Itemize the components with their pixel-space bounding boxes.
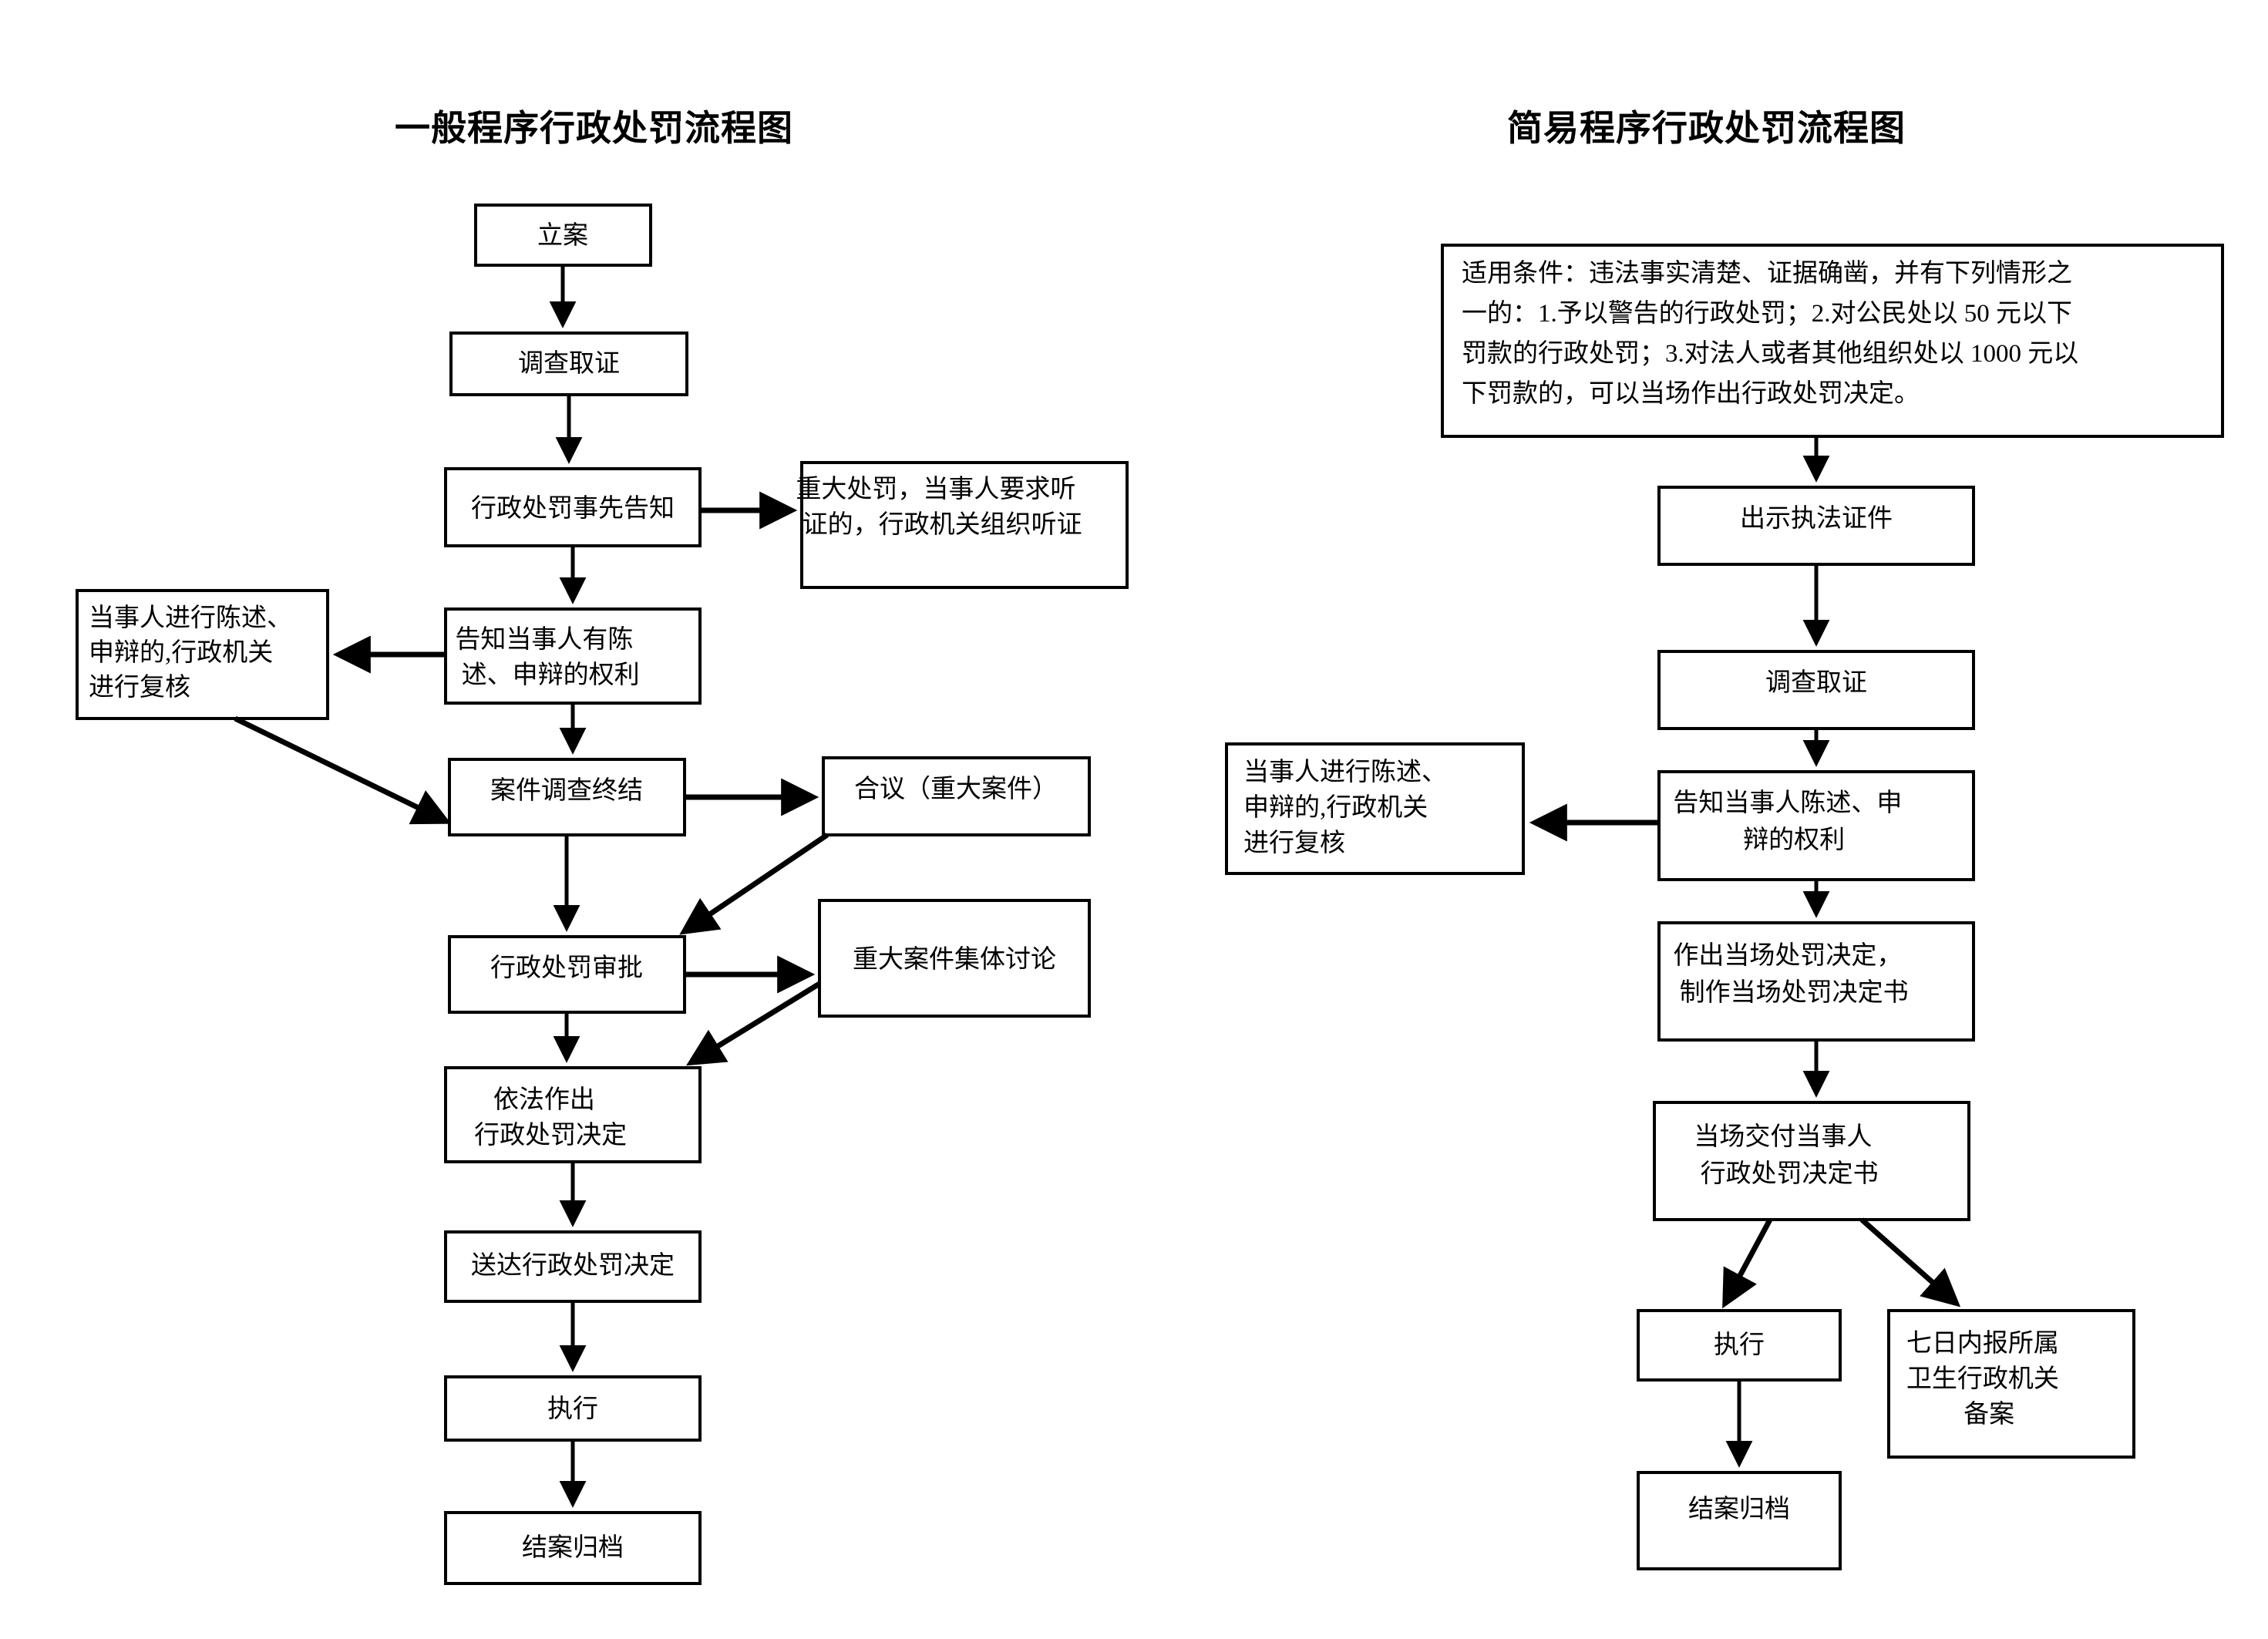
- node-label: 适用条件：违法事实清楚、证据确凿，并有下列情形之 一的：1.予以警告的行政处罚；…: [1462, 259, 2136, 408]
- node-inform-rights[interactable]: 告知当事人有陈 述、申辩的权利: [444, 607, 702, 705]
- diagram-general-procedure: 一般程序行政处罚流程图 立案 调查取证 行政处罚事先告知 重大处罚，当事人要求听…: [76, 108, 1132, 1585]
- node-box[interactable]: [1657, 486, 1975, 566]
- node-hearing-organized[interactable]: 重大处罚，当事人要求听 证的，行政机关组织听证: [796, 461, 1132, 589]
- node-label: 合议（重大案件）: [854, 775, 1058, 803]
- node-investigation-concluded[interactable]: 案件调查终结: [448, 758, 686, 836]
- node-inform-rights-right[interactable]: 告知当事人陈述、申 辩的权利: [1657, 770, 1975, 881]
- node-label: 当场交付当事人 行政处罚决定书: [1694, 1122, 1929, 1188]
- node-box[interactable]: [444, 607, 702, 705]
- edge-g8-g9: [679, 833, 829, 935]
- node-label: 结案归档: [1688, 1495, 1790, 1523]
- node-prior-notice[interactable]: 行政处罚事先告知: [444, 467, 702, 547]
- node-box[interactable]: [444, 1230, 702, 1303]
- node-label: 调查取证: [1765, 668, 1867, 697]
- node-label: 案件调查终结: [490, 776, 643, 805]
- node-label: 重大案件集体讨论: [853, 945, 1056, 974]
- node-close-archive-left[interactable]: 结案归档: [444, 1511, 702, 1585]
- node-investigation-evidence[interactable]: 调查取证: [449, 332, 688, 396]
- edge-g6-g7: [234, 715, 452, 825]
- node-make-decision[interactable]: 依法作出 行政处罚决定: [444, 1066, 702, 1163]
- node-box[interactable]: [818, 899, 1091, 1018]
- node-box[interactable]: [1653, 1101, 1970, 1221]
- node-label: 作出当场处罚决定， 制作当场处罚决定书: [1673, 941, 1959, 1007]
- node-box[interactable]: [444, 1375, 702, 1442]
- node-penalty-approval[interactable]: 行政处罚审批: [448, 935, 686, 1014]
- node-party-statement-review-right[interactable]: 当事人进行陈述、 申辩的,行政机关 进行复核: [1225, 742, 1525, 875]
- node-label: 执行: [1714, 1331, 1765, 1359]
- node-box[interactable]: [1441, 244, 2224, 438]
- edge-g10-g11: [686, 981, 821, 1066]
- node-execute-left[interactable]: 执行: [444, 1375, 702, 1442]
- node-label: 行政处罚审批: [490, 954, 643, 982]
- node-label: 告知当事人有陈 述、申辩的权利: [455, 625, 690, 689]
- node-label: 依法作出 行政处罚决定: [474, 1085, 671, 1149]
- node-onsite-decision[interactable]: 作出当场处罚决定， 制作当场处罚决定书: [1657, 921, 1975, 1042]
- node-show-credentials[interactable]: 出示执法证件: [1657, 486, 1975, 566]
- node-collegial-review[interactable]: 合议（重大案件）: [822, 756, 1091, 836]
- node-collective-discussion[interactable]: 重大案件集体讨论: [818, 899, 1091, 1018]
- node-box[interactable]: [800, 461, 1129, 589]
- node-label: 当事人进行陈述、 申辩的,行政机关 进行复核: [1243, 758, 1504, 857]
- node-box[interactable]: [1887, 1309, 2135, 1459]
- node-onsite-delivery[interactable]: 当场交付当事人 行政处罚决定书: [1653, 1101, 1970, 1221]
- node-report-filing[interactable]: 七日内报所属 卫生行政机关 备案: [1887, 1309, 2135, 1459]
- node-box[interactable]: [1657, 921, 1975, 1042]
- node-applicable-conditions[interactable]: 适用条件：违法事实清楚、证据确凿，并有下列情形之 一的：1.予以警告的行政处罚；…: [1441, 244, 2224, 438]
- node-execute-right[interactable]: 执行: [1637, 1309, 1842, 1382]
- node-label: 七日内报所属 卫生行政机关 备案: [1906, 1329, 2116, 1429]
- node-box[interactable]: [76, 589, 329, 720]
- diagram-summary-procedure: 简易程序行政处罚流程图 适用条件：违法事实清楚、证据确凿，并有下列情形之 一的：…: [1225, 108, 2224, 1570]
- node-box[interactable]: [444, 1066, 702, 1163]
- node-label: 当事人进行陈述、 申辩的,行政机关 进行复核: [89, 604, 349, 702]
- edge-s6-s8: [1859, 1217, 1961, 1307]
- node-box[interactable]: [822, 756, 1091, 836]
- node-investigation-evidence-right[interactable]: 调查取证: [1657, 650, 1975, 730]
- node-label: 立案: [537, 221, 588, 250]
- node-box[interactable]: [444, 1511, 702, 1585]
- node-box[interactable]: [1637, 1471, 1842, 1570]
- node-label: 送达行政处罚决定: [471, 1251, 675, 1280]
- node-box[interactable]: [1225, 742, 1525, 875]
- node-box[interactable]: [1657, 650, 1975, 730]
- edge-s6-s7: [1722, 1218, 1773, 1309]
- node-li-an[interactable]: 立案: [474, 204, 652, 267]
- node-label: 重大处罚，当事人要求听 证的，行政机关组织听证: [796, 475, 1132, 539]
- node-box[interactable]: [449, 332, 688, 396]
- node-label: 告知当事人陈述、申 辩的权利: [1673, 789, 1959, 854]
- node-box[interactable]: [474, 204, 652, 267]
- node-box[interactable]: [1657, 770, 1975, 881]
- summary-procedure-title: 简易程序行政处罚流程图: [1507, 108, 1906, 148]
- node-serve-decision[interactable]: 送达行政处罚决定: [444, 1230, 702, 1303]
- node-label: 调查取证: [518, 349, 620, 378]
- node-label: 出示执法证件: [1740, 504, 1893, 533]
- general-procedure-title: 一般程序行政处罚流程图: [395, 108, 793, 148]
- node-close-archive-right[interactable]: 结案归档: [1637, 1471, 1842, 1570]
- node-label: 执行: [547, 1395, 598, 1423]
- node-label: 结案归档: [522, 1533, 624, 1562]
- node-party-statement-review-left[interactable]: 当事人进行陈述、 申辩的,行政机关 进行复核: [76, 589, 349, 720]
- node-label: 行政处罚事先告知: [471, 494, 675, 523]
- node-box[interactable]: [1637, 1309, 1842, 1382]
